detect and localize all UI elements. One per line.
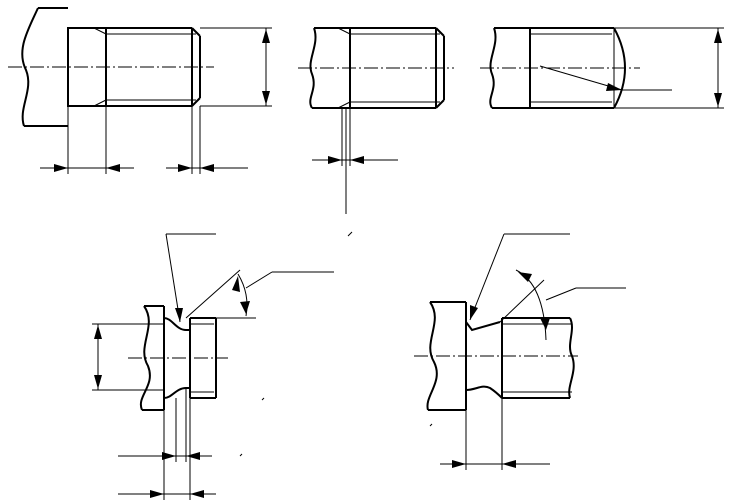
break-line-left xyxy=(21,7,39,127)
view-thread-chamfer xyxy=(298,27,454,237)
undercut-groove xyxy=(163,317,190,331)
break-line-lower-right xyxy=(426,301,438,411)
undercut-leader-right xyxy=(469,233,505,321)
angle-arc-right xyxy=(515,269,547,341)
break-line-right xyxy=(489,27,497,109)
undercut-groove-right xyxy=(465,321,501,332)
view-thread-round-end xyxy=(480,27,724,109)
view-bolt-thread xyxy=(8,7,272,174)
break-line-lower-left xyxy=(139,305,151,411)
view-thread-undercut-right xyxy=(414,233,626,470)
break-line-middle xyxy=(309,27,317,109)
view-thread-undercut-left xyxy=(92,233,334,500)
undercut-leader xyxy=(165,233,181,323)
